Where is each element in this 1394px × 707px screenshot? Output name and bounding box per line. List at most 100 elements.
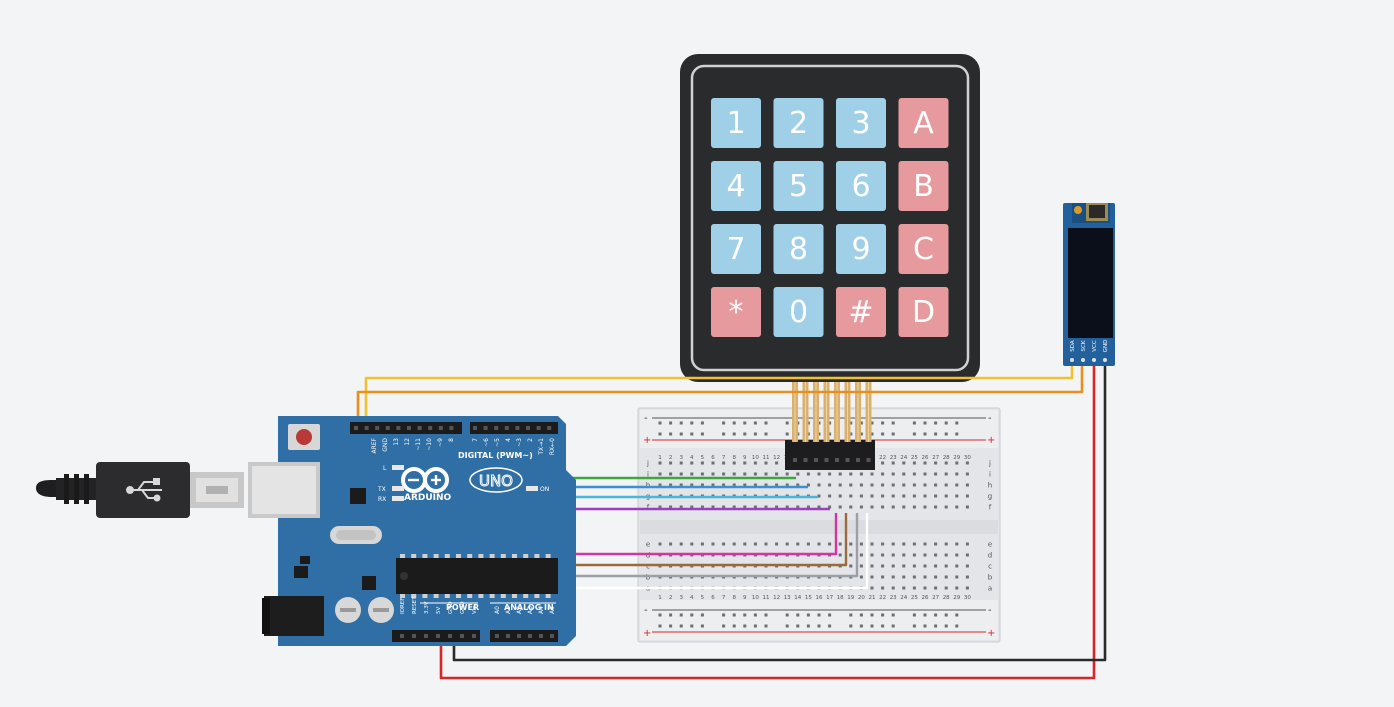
keypad-key[interactable]: 5 [773,161,824,211]
breadboard-hole [891,483,895,487]
breadboard-hole [881,461,885,465]
breadboard-hole [944,575,948,579]
rail-hole [923,432,927,436]
breadboard-hole [838,505,842,509]
breadboard-hole [912,494,916,498]
breadboard-hole [669,461,673,465]
rail-hole [912,624,916,628]
keypad-key-label: 7 [726,232,745,267]
keypad-key[interactable]: 1 [711,98,761,148]
keypad-key[interactable]: # [836,287,886,337]
header-hole [400,634,404,638]
breadboard-hole [722,505,726,509]
breadboard-hole [944,472,948,476]
keypad-key[interactable]: 3 [836,98,886,148]
header-pin [793,458,797,462]
breadboard[interactable]: - + - + - + - + 112233445566778899101011… [637,407,1001,643]
header-hole [424,634,428,638]
breadboard-hole [669,472,673,476]
usb-cable[interactable] [36,462,244,518]
breadboard-hole [658,483,662,487]
keypad-key[interactable]: 0 [773,287,824,337]
breadboard-hole [732,483,736,487]
chip-leg [478,594,484,598]
chip-leg [433,594,439,598]
header-analog [490,630,558,642]
rail-hole [912,613,916,617]
keypad-key[interactable]: 2 [773,98,824,148]
breadboard-hole [859,483,863,487]
chip-leg [467,594,473,598]
rail-hole [764,421,768,425]
power-pin-label: 3.3V [424,601,430,614]
keypad-key-label: 9 [851,232,870,267]
rail-hole [944,421,948,425]
arduino-logo-text: ARDUINO [404,493,452,503]
breadboard-hole [955,586,959,590]
keypad-key[interactable]: D [898,287,949,337]
rx-led [392,496,404,501]
breadboard-hole [859,505,863,509]
regulator-chip [294,566,308,578]
breadboard-hole [912,564,916,568]
keypad-key[interactable]: * [711,287,761,337]
rail-hole [912,421,916,425]
chip-leg [456,554,461,558]
chip-leg [467,554,473,558]
rail-hole [700,624,704,628]
keypad-key[interactable]: B [898,161,949,211]
chip-leg [444,594,450,598]
top-pin-label: ~3 [516,438,523,447]
column-number-top: 23 [890,455,897,461]
rail-hole [923,421,927,425]
breadboard-hole [796,505,800,509]
keypad-key[interactable]: A [898,98,949,148]
keypad-key[interactable]: 4 [711,161,761,211]
rail-hole [870,624,874,628]
breadboard-hole [912,461,916,465]
keypad-key[interactable]: 7 [711,224,761,274]
breadboard-hole [690,542,694,546]
breadboard-hole [775,461,779,465]
power-pin-label: Vin [472,605,478,614]
power-pin-label: RESET [412,596,418,614]
tx-led [392,486,404,491]
rail-plus-top-left: + [643,435,651,446]
rail-hole [912,432,916,436]
top-pin-label: AREF [371,437,378,453]
chip-leg [411,554,417,558]
breadboard-hole [891,494,895,498]
rail-hole [669,432,673,436]
breadboard-hole [881,564,885,568]
breadboard-hole [902,461,906,465]
small-chip [362,576,376,590]
breadboard-hole [891,505,895,509]
breadboard-hole [944,483,948,487]
breadboard-hole [934,461,938,465]
keypad-key[interactable]: 9 [836,224,886,274]
rail-hole [690,421,694,425]
keypad-key[interactable]: C [898,224,949,274]
breadboard-hole [679,472,683,476]
breadboard-hole [828,542,832,546]
chip-leg [500,594,506,598]
chip-leg [444,554,450,558]
breadboard-hole [700,472,704,476]
keypad-key[interactable]: 8 [773,224,824,274]
column-number-bottom: 10 [752,595,759,601]
breadboard-hole [838,483,842,487]
breadboard-hole [859,575,863,579]
breadboard-hole [944,494,948,498]
breadboard-hole [785,542,789,546]
breadboard-hole [817,505,821,509]
analog-pin-label: A0 [494,606,501,614]
breadboard-hole [944,461,948,465]
rail-hole [743,432,747,436]
chip-notch [400,572,408,580]
keypad-key[interactable]: 6 [836,161,886,211]
breadboard-hole [838,542,842,546]
